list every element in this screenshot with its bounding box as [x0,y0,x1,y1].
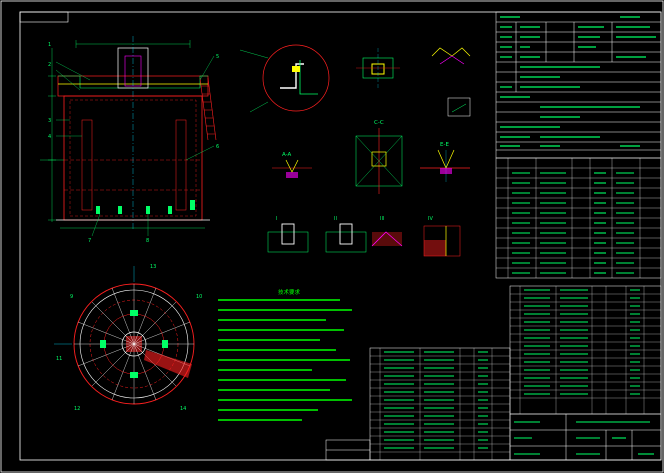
inlet-launder [144,350,192,378]
detail-view-II [356,47,471,117]
svg-text:7: 7 [88,238,91,244]
weld-label-2: II [334,216,337,222]
tank-elevation-view [40,36,217,237]
svg-text:2: 2 [48,62,51,68]
section-A-A: A-A [272,152,312,178]
nozzle-table [495,157,662,279]
inner-frame [19,11,662,461]
notes-heading: 技术要求 [278,288,301,296]
design-data-table [495,11,662,159]
part-balloons: 1 2 3 4 5 6 7 8 9 10 11 12 13 14 [48,42,219,412]
svg-text:9: 9 [70,294,73,300]
svg-text:1: 1 [48,42,51,48]
svg-text:5: 5 [216,54,219,60]
technical-requirements: 技术要求 [218,288,352,421]
design-data-text [500,16,656,147]
section-label-c: C-C [374,120,384,126]
parts-list-middle [369,347,511,461]
section-C-C: C-C [355,120,403,194]
tank-plan-view [54,266,195,405]
detail-view-I [239,44,330,113]
svg-text:8: 8 [146,238,149,244]
side-ladder [199,77,217,141]
section-label-e: E-E [440,142,449,148]
title-block [325,413,662,461]
svg-text:4: 4 [48,134,51,140]
svg-text:10: 10 [196,294,202,300]
weld-label-4: IV [428,216,433,222]
svg-text:13: 13 [150,264,156,270]
svg-text:12: 12 [74,406,80,412]
weld-label-1: I [276,216,277,222]
weld-label-3: III [380,216,384,222]
corner-tag [19,11,69,23]
svg-text:3: 3 [48,118,51,124]
section-label-a: A-A [282,152,292,158]
section-E-E: E-E [420,142,470,182]
svg-text:6: 6 [216,144,219,150]
svg-text:14: 14 [180,406,186,412]
weld-detail-row: I II III IV [267,216,461,257]
svg-text:11: 11 [56,356,62,362]
parts-list-right [509,285,662,415]
